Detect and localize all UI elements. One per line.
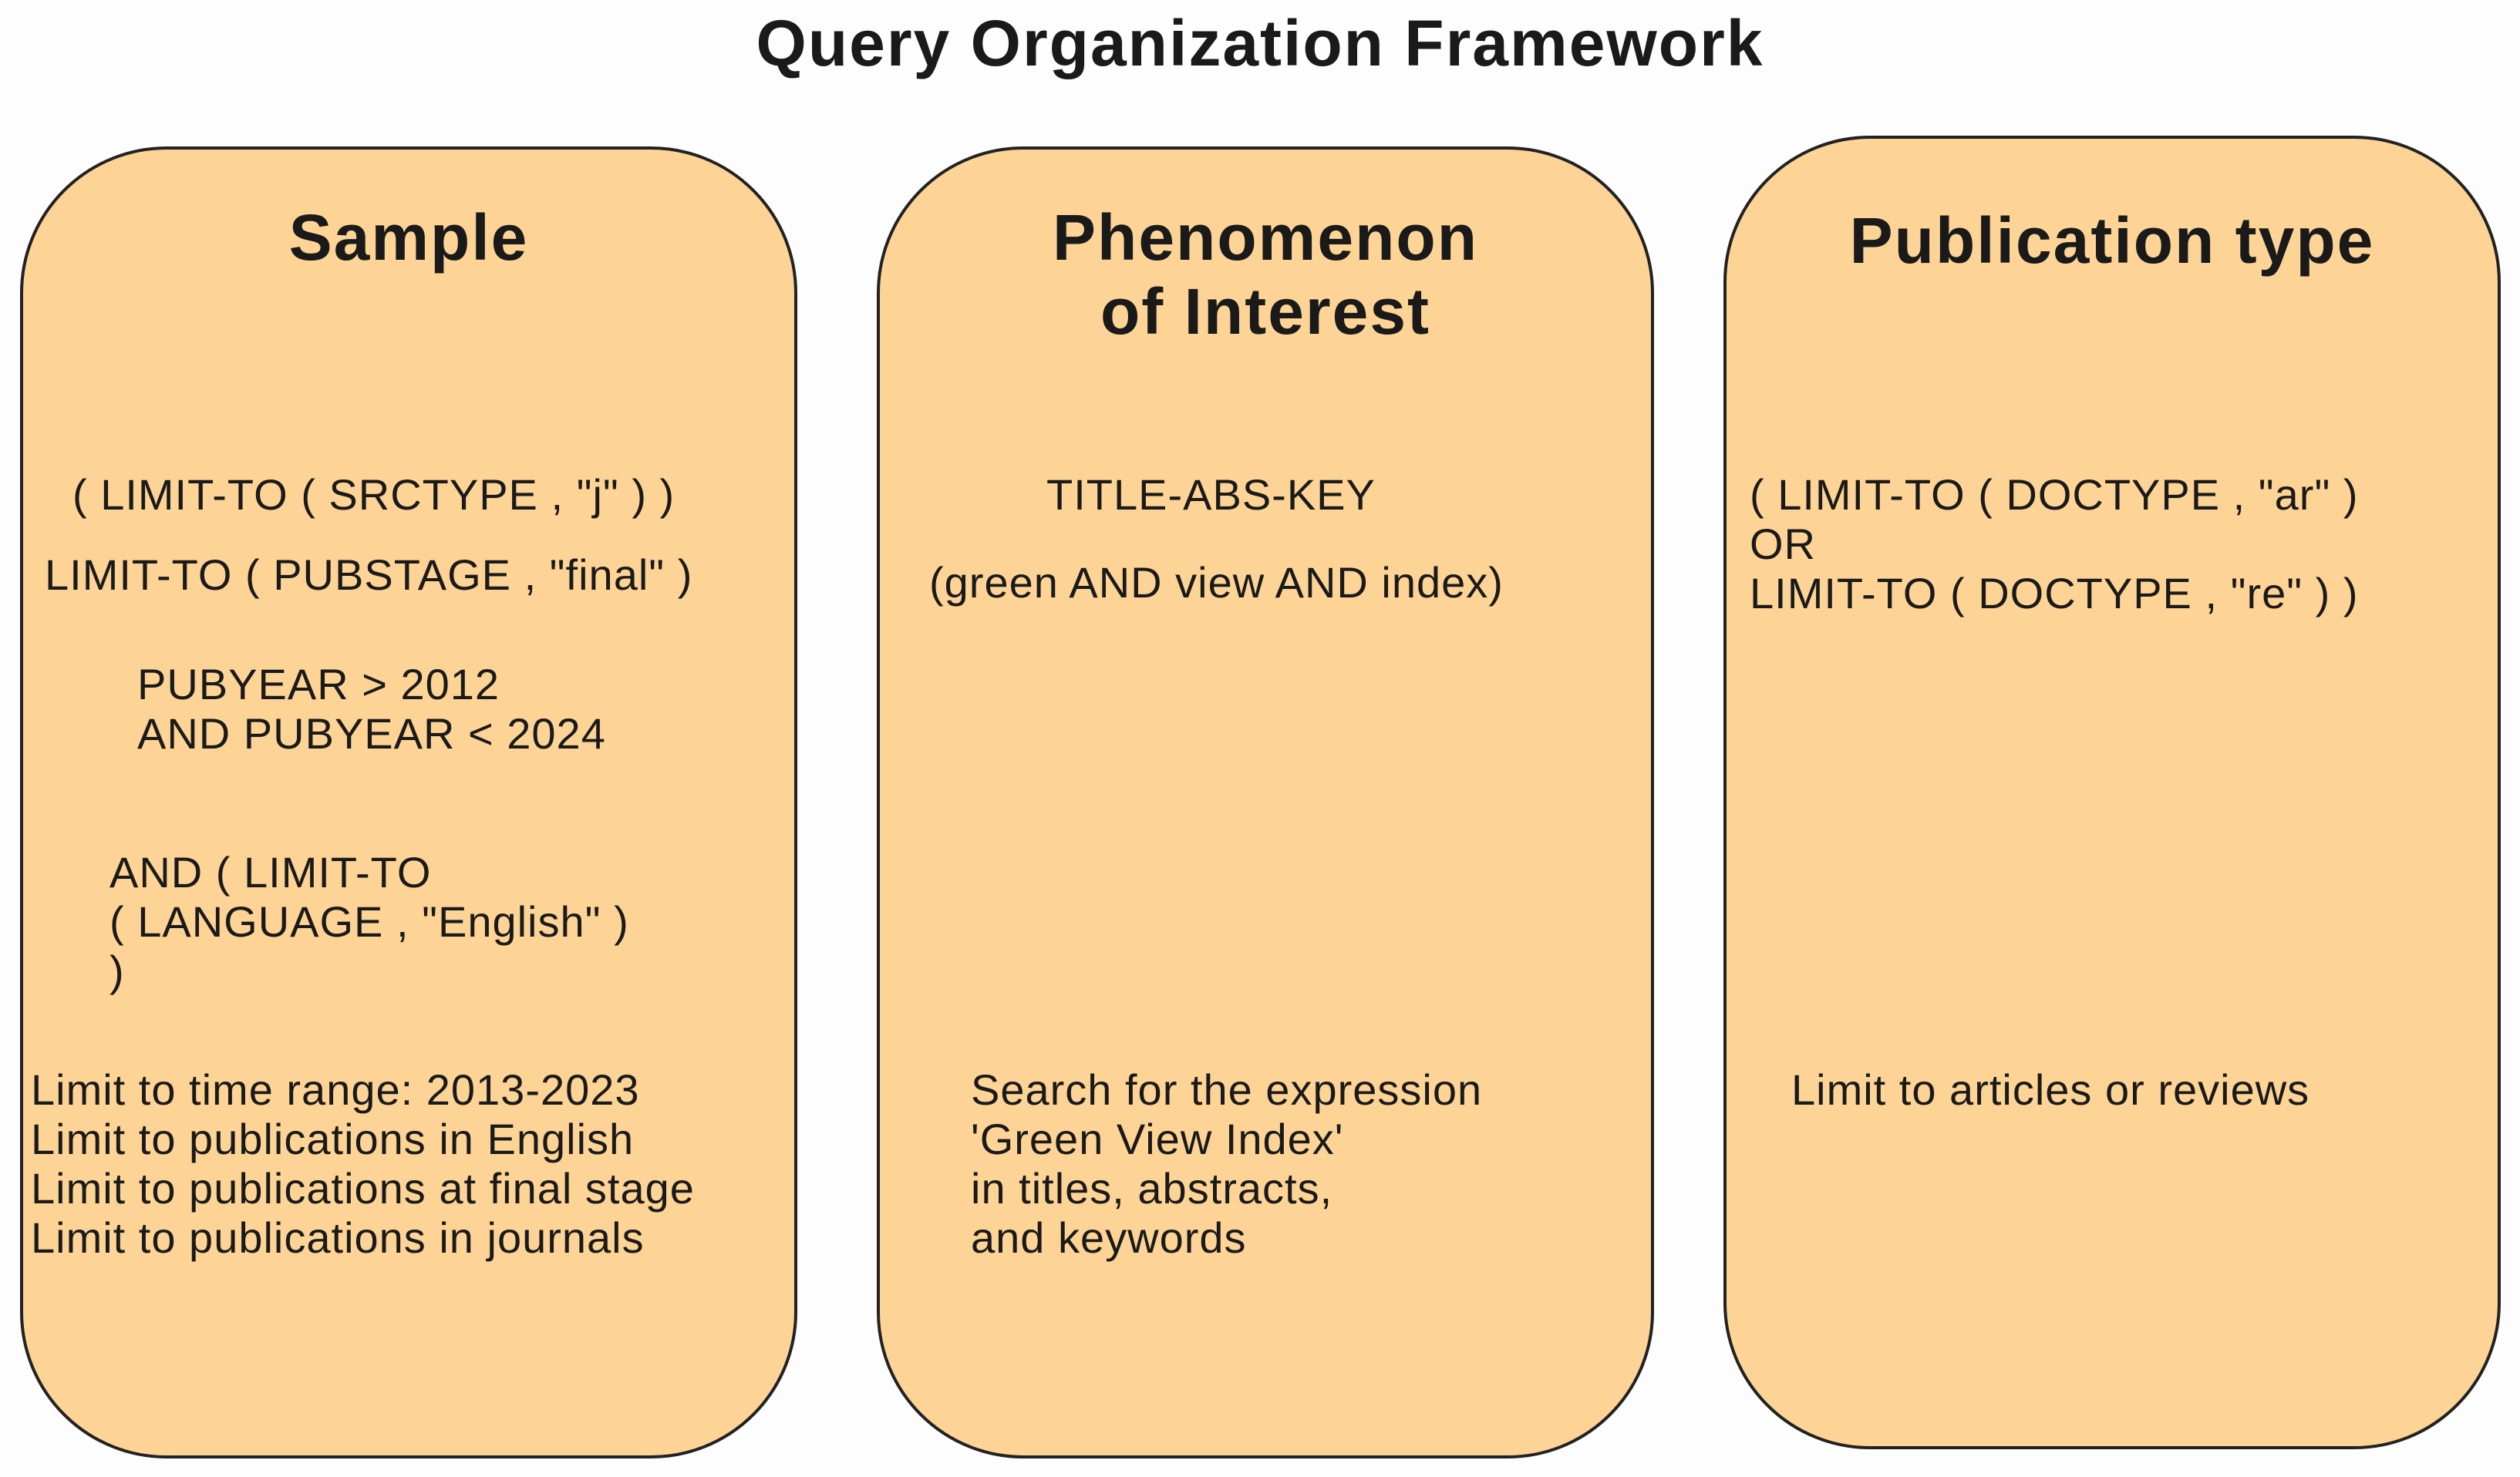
panel-publication-type: Publication type ( LIMIT-TO ( DOCTYPE , …	[1723, 136, 2501, 1449]
query-line: LIMIT-TO ( DOCTYPE , "re" ) )	[1750, 569, 2359, 617]
panel-heading-line: of Interest	[1100, 275, 1431, 348]
query-line: OR	[1750, 520, 1816, 568]
query-line: (green AND view AND index)	[929, 558, 1504, 607]
query-line: AND ( LIMIT-TO	[109, 848, 432, 897]
description-line: and keywords	[971, 1213, 1247, 1262]
query-line: ( LANGUAGE , "English" )	[109, 897, 629, 946]
panel-phenomenon-of-interest: Phenomenon of Interest TITLE-ABS-KEY (gr…	[877, 146, 1654, 1458]
description-line: Limit to publications in journals	[31, 1213, 645, 1262]
query-line: AND PUBYEAR < 2024	[137, 709, 606, 758]
description-line: Limit to publications at final stage	[31, 1164, 695, 1213]
panel-sample: Sample ( LIMIT-TO ( SRCTYPE , "j" ) ) LI…	[20, 146, 797, 1458]
query-line: LIMIT-TO ( PUBSTAGE , "final" )	[45, 550, 693, 599]
panel-heading: Sample	[288, 201, 529, 274]
description-line: Limit to time range: 2013-2023	[31, 1065, 640, 1114]
description-line: 'Green View Index'	[971, 1115, 1344, 1163]
query-line: TITLE-ABS-KEY	[1046, 470, 1376, 519]
panel-heading: Publication type	[1849, 204, 2375, 277]
panel-heading-line: Phenomenon	[1052, 201, 1478, 274]
query-line: ( LIMIT-TO ( SRCTYPE , "j" ) )	[72, 470, 675, 519]
description-line: Limit to publications in English	[31, 1115, 635, 1163]
description-line: Limit to articles or reviews	[1791, 1065, 2310, 1114]
query-line: )	[109, 947, 125, 995]
diagram-title: Query Organization Framework	[756, 7, 1764, 79]
query-line: ( LIMIT-TO ( DOCTYPE , "ar" )	[1750, 470, 2359, 519]
description-line: Search for the expression	[971, 1065, 1483, 1114]
query-line: PUBYEAR > 2012	[137, 660, 500, 708]
description-line: in titles, abstracts,	[971, 1164, 1333, 1213]
